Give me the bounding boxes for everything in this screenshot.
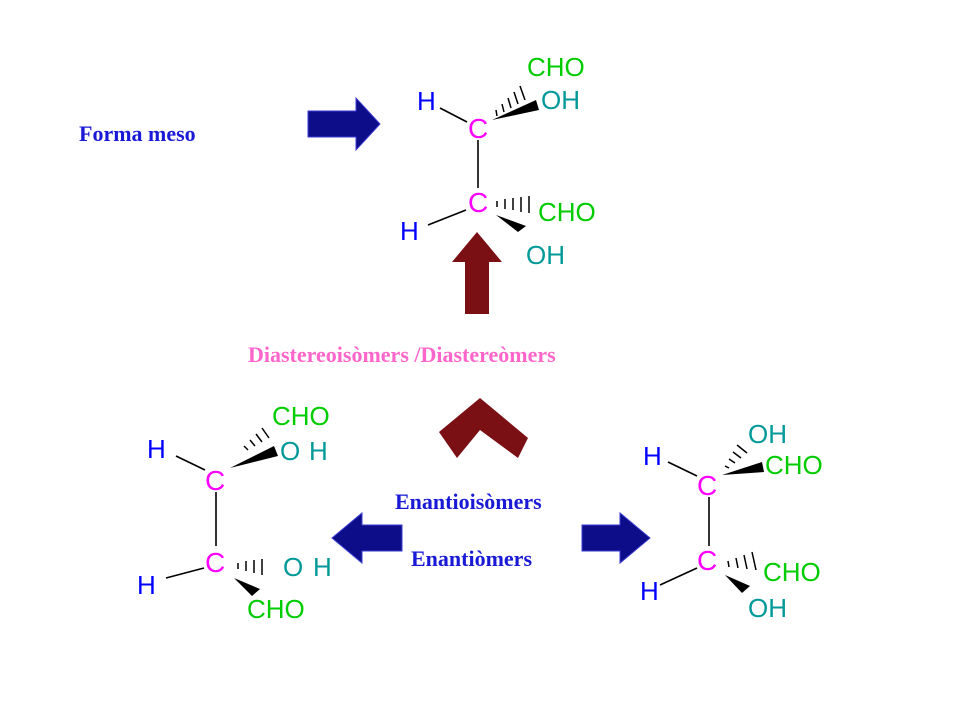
wedge-bond — [725, 575, 750, 593]
hydrogen-atom: H — [643, 441, 662, 471]
wedge-bond — [496, 215, 526, 232]
hydroxyl-group: OH — [748, 419, 787, 449]
carbon-atom: C — [468, 113, 488, 144]
wedge-bond — [234, 578, 260, 596]
hashed-bond — [724, 444, 748, 469]
bond — [165, 567, 205, 579]
bond — [175, 455, 206, 471]
aldehyde-group: CHO — [538, 197, 596, 227]
enantiomer-left-arrow — [331, 511, 403, 565]
meso-arrow — [307, 96, 381, 152]
diastereomer-up-arrow — [452, 232, 502, 314]
carbon-atom: C — [468, 187, 488, 218]
diastereomers-label: Diastereoisòmers /Diastereòmers — [248, 342, 556, 367]
carbon-atom: C — [697, 470, 717, 501]
hydroxyl-group: OH — [748, 593, 787, 623]
left-enantiomer-molecule: C C H H CHO O H O H CHO — [137, 401, 332, 624]
wedge-bond — [230, 446, 278, 468]
diastereomer-branch-arrow — [439, 398, 528, 458]
hashed-bond — [727, 551, 757, 571]
carbon-atom: C — [205, 547, 225, 578]
wedge-bond — [722, 462, 764, 475]
aldehyde-group: CHO — [527, 52, 585, 82]
hashed-bond — [243, 427, 270, 451]
hydrogen-atom: H — [417, 86, 436, 116]
aldehyde-group: CHO — [763, 557, 821, 587]
right-enantiomer-molecule: C C H H OH CHO CHO OH — [640, 419, 823, 623]
wedge-bond — [492, 100, 539, 120]
enantioisomers-label: Enantioisòmers — [395, 489, 542, 514]
bond — [659, 567, 698, 586]
hydrogen-atom: H — [400, 216, 419, 246]
hashed-bond — [496, 196, 530, 213]
enantiomer-right-arrow — [581, 511, 651, 565]
hashed-bond — [495, 85, 526, 117]
carbon-atom: C — [697, 545, 717, 576]
hashed-bond — [237, 559, 263, 575]
aldehyde-group: CHO — [247, 594, 305, 624]
hydrogen-atom: H — [640, 576, 659, 606]
bond — [427, 209, 467, 226]
hydrogen-atom: H — [137, 570, 156, 600]
hydroxyl-o-atom: O — [283, 552, 303, 582]
hydroxyl-o-atom: O — [280, 436, 300, 466]
bond — [439, 107, 468, 123]
aldehyde-group: CHO — [765, 450, 823, 480]
hydrogen-atom: H — [147, 434, 166, 464]
enantiomers-label: Enantiòmers — [411, 546, 532, 571]
hydroxyl-h-atom: H — [313, 552, 332, 582]
meso-label: Forma meso — [79, 121, 196, 146]
meso-molecule: C C H H CHO OH CHO OH — [400, 52, 596, 270]
hydroxyl-group: OH — [541, 85, 580, 115]
hydroxyl-h-atom: H — [309, 436, 328, 466]
aldehyde-group: CHO — [272, 401, 330, 431]
bond — [667, 461, 698, 477]
hydroxyl-group: OH — [526, 240, 565, 270]
carbon-atom: C — [205, 465, 225, 496]
